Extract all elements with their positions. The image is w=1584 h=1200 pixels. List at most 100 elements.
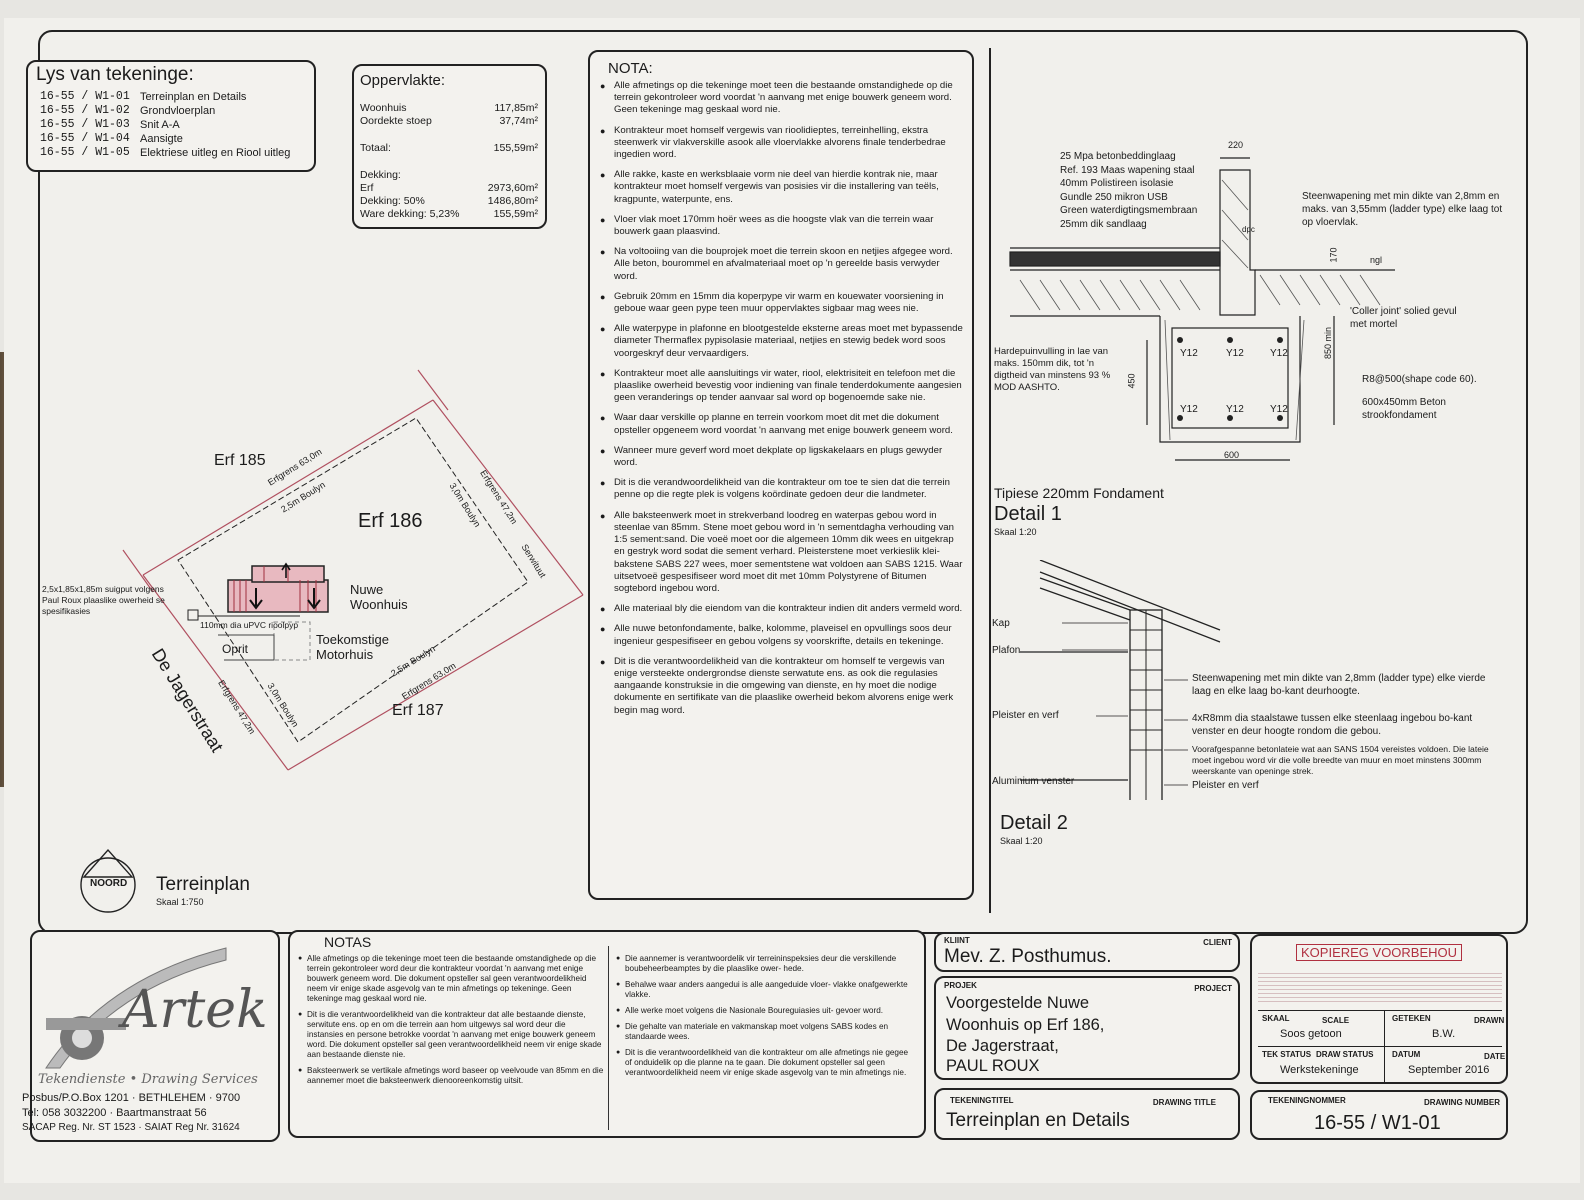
north-arrow	[80, 848, 136, 913]
north-label: NOORD	[90, 878, 128, 889]
garage-label: Toekomstige Motorhuis	[316, 632, 389, 662]
area-total-label: Totaal:	[360, 142, 391, 154]
client-name: Mev. Z. Posthumus.	[944, 946, 1112, 967]
date-value: September 2016	[1408, 1064, 1490, 1076]
artek-services: Tekendienste • Drawing Services	[38, 1072, 258, 1087]
drawing-list-code: 16-55 / W1-01	[40, 90, 130, 103]
drawing-title-value: Terreinplan en Details	[946, 1110, 1130, 1131]
erf-187-label: Erf 187	[392, 702, 444, 719]
detail1-steen-note: Steenwapening met min dikte van 2,8mm en…	[1302, 191, 1503, 228]
notas-left-item: Baksteenwerk se vertikale afmetings word…	[298, 1066, 604, 1086]
project-panel: PROJEK PROJECT Voorgestelde Nuwe Woonhui…	[934, 976, 1240, 1080]
detail1-dim-220: 220	[1228, 140, 1244, 150]
project-line-3: De Jagerstraat,	[946, 1037, 1059, 1055]
nota-item: Alle rakke, kaste en werksblaaie vorm ni…	[598, 169, 964, 206]
nota-item: Dit is die verandwoordelikheid van die k…	[598, 477, 964, 501]
nota-item: Waar daar verskille op planne en terrein…	[598, 412, 964, 436]
site-plan	[80, 369, 584, 913]
drawn-value: B.W.	[1432, 1028, 1456, 1040]
project-line-4: PAUL ROUX	[946, 1057, 1040, 1075]
detail1-drawing	[1009, 157, 1395, 461]
drawing-number-label-af: TEKENINGNOMMER	[1268, 1096, 1346, 1105]
artek-logo-text: Artek	[122, 980, 268, 1040]
detail1-material-label: 25 Mpa betonbeddinglaag	[1060, 151, 1176, 162]
info-panel: KOPIEREG VOORBEHOU SKAAL SCALE Soos geto…	[1250, 934, 1508, 1084]
septic-tank	[187, 609, 199, 621]
project-label-af: PROJEK	[944, 981, 977, 990]
copyright-label: KOPIEREG VOORBEHOU	[1296, 944, 1463, 961]
nota-item: Na voltooiing van die bouprojek moet die…	[598, 246, 964, 283]
detail2-scale: Skaal 1:20	[1000, 836, 1043, 846]
detail1-y12-a: Y12	[1180, 348, 1198, 359]
drawing-list-code: 16-55 / W1-02	[40, 104, 130, 117]
area-woonhuis-label: Woonhuis	[360, 102, 407, 114]
area-title: Oppervlakte:	[360, 72, 446, 89]
nota-panel: NOTA: Alle afmetings op die tekeninge mo…	[588, 50, 974, 900]
notas-right-item: Dit is die verantwoordelikheid van die k…	[616, 1048, 916, 1078]
drawing-number-panel: TEKENINGNOMMER DRAWING NUMBER 16-55 / W1…	[1250, 1090, 1508, 1140]
drawn-label-af: GETEKEN	[1392, 1014, 1431, 1023]
septic-label: 2,5x1,85x1,85m suigput volgens Paul Roux…	[42, 584, 165, 616]
artek-address-3: SACAP Reg. Nr. ST 1523 · SAIAT Reg Nr. 3…	[22, 1122, 240, 1133]
nota-list: Alle afmetings op die tekeninge moet tee…	[598, 80, 964, 725]
drawing-list-title: Lys van tekeninge:	[36, 64, 194, 85]
status-value: Werkstekeninge	[1280, 1064, 1359, 1076]
drawing-list-name: Terreinplan en Details	[140, 91, 247, 103]
date-label-af: DATUM	[1392, 1050, 1421, 1059]
notas-right-item: Die gehalte van materiale en vakmanskap …	[616, 1022, 916, 1042]
notas-left-list: Alle afmetings op die tekeninge moet tee…	[298, 954, 604, 1092]
notas-title: NOTAS	[324, 934, 372, 950]
nota-item: Gebruik 20mm en 15mm dia koperpype vir w…	[598, 291, 964, 315]
driveway-label: Oprit	[222, 642, 249, 656]
detail2-aluminium: Aluminium venster	[992, 776, 1075, 787]
detail1-material-label: 40mm Polistireen isolasie	[1060, 178, 1174, 189]
drawing-list-code: 16-55 / W1-04	[40, 132, 130, 145]
detail1-y12-d: Y12	[1180, 404, 1198, 415]
detail1-scale: Skaal 1:20	[994, 527, 1037, 537]
notas-right-item: Die aannemer is verantwoordelik vir terr…	[616, 954, 916, 974]
artek-address-1: Posbus/P.O.Box 1201 · BETHLEHEM · 9700	[22, 1092, 241, 1104]
detail1-title: Detail 1	[994, 503, 1062, 525]
erf-boundary	[122, 369, 584, 771]
nota-item: Alle waterpype in plafonne en blootgeste…	[598, 323, 964, 360]
artek-panel: Artek Tekendienste • Drawing Services Po…	[22, 930, 280, 1142]
status-label-en: DRAW STATUS	[1316, 1050, 1374, 1059]
detail1-dim-600: 600	[1224, 450, 1240, 460]
drawn-label-en: DRAWN	[1474, 1016, 1505, 1025]
status-label-af: TEK STATUS	[1262, 1050, 1312, 1059]
artek-address-2: Tel: 058 3032200 · Baartmanstraat 56	[22, 1107, 207, 1119]
area-dekking-pct-value: 1486,80m²	[487, 195, 538, 207]
erf-186-label: Erf 186	[358, 510, 423, 532]
drawing-list-code: 16-55 / W1-03	[40, 118, 130, 131]
artek-logo-graphic	[45, 947, 227, 1069]
detail1-material-label: Ref. 193 Maas wapening staal	[1060, 164, 1195, 176]
nota-item: Alle afmetings op die tekeninge moet tee…	[598, 80, 964, 117]
scale-label-af: SKAAL	[1262, 1014, 1290, 1023]
detail1-beton-note: 600x450mm Beton strookfondament	[1362, 397, 1446, 421]
drawing-list-code: 16-55 / W1-05	[40, 146, 130, 159]
project-label-en: PROJECT	[1194, 984, 1232, 993]
info-grid-hline-2	[1258, 1046, 1502, 1047]
drawing-number-value: 16-55 / W1-01	[1314, 1112, 1441, 1134]
site-plan-scale: Skaal 1:750	[156, 897, 204, 907]
drawing-list-panel: Lys van tekeninge: 16-55 / W1-01 Terreinp…	[26, 60, 316, 172]
detail2-latei-note: Voorafgespanne betonlateie wat aan SANS …	[1192, 744, 1489, 776]
area-dekking-pct-label: Dekking: 50%	[360, 195, 425, 207]
notas-right-list: Die aannemer is verantwoordelik vir terr…	[616, 954, 916, 1084]
notas-left-item: Dit is die verantwoordelikheid van die k…	[298, 1010, 604, 1060]
nota-item: Alle baksteenwerk moet in strekverband l…	[598, 510, 964, 595]
nota-item: Vloer vlak moet 170mm hoër wees as die h…	[598, 214, 964, 238]
drawing-list: 16-55 / W1-01 Terreinplan en Details 16-55…	[40, 90, 310, 160]
detail1-y12-c: Y12	[1270, 348, 1288, 359]
building-line	[177, 417, 529, 743]
detail1-material-label: Green waterdigtingsmembraan	[1060, 205, 1198, 216]
notas-panel: NOTAS Alle afmetings op die tekeninge mo…	[288, 930, 926, 1138]
nota-item: Kontrakteur moet homself vergewis van ri…	[598, 125, 964, 162]
detail2-title: Detail 2	[1000, 812, 1068, 834]
copyright-fineprint	[1258, 970, 1502, 1002]
nota-item: Kontrakteur moet alle aansluitings vir w…	[598, 368, 964, 405]
nota-title: NOTA:	[608, 60, 653, 77]
area-dekking-label: Dekking:	[360, 169, 401, 181]
